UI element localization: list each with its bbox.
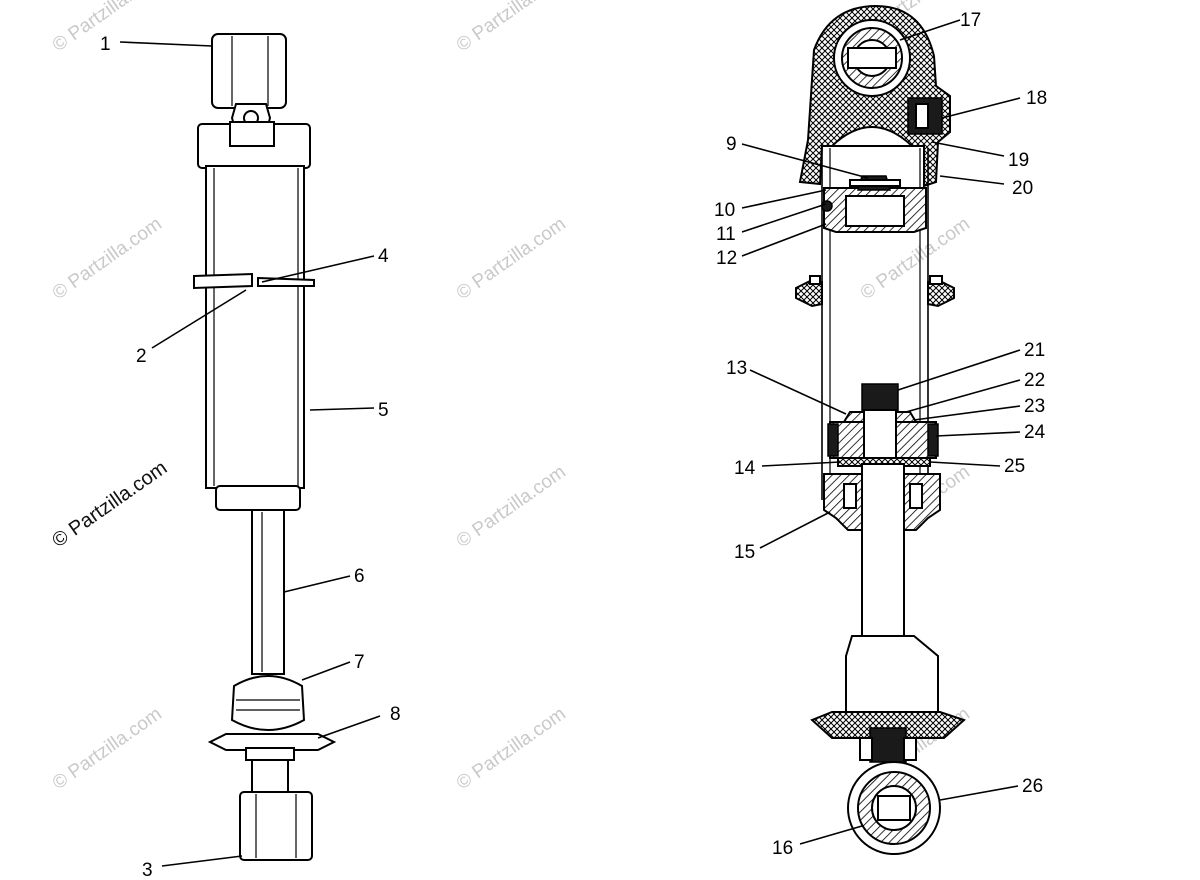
callout-2: 2 (136, 346, 147, 367)
callout-4: 4 (378, 246, 389, 267)
watermark-dark: © Partzilla.com (48, 457, 171, 552)
callout-9: 9 (726, 134, 737, 155)
callout-19: 19 (1008, 150, 1029, 171)
callout-13: 13 (726, 358, 747, 379)
callout-11: 11 (716, 224, 736, 245)
watermark: © Partzilla.com (453, 461, 570, 552)
callout-6: 6 (354, 566, 365, 587)
callout-26: 26 (1022, 776, 1043, 797)
callout-24: 24 (1024, 422, 1046, 443)
watermark: © Partzilla.com (49, 703, 166, 794)
callout-15: 15 (734, 542, 755, 563)
leader-lines (119, 19, 1021, 867)
callout-23: 23 (1024, 396, 1045, 417)
callout-8: 8 (390, 704, 401, 725)
callout-16: 16 (772, 838, 793, 859)
callout-21: 21 (1024, 340, 1045, 361)
callout-1: 1 (100, 34, 111, 55)
callout-5: 5 (378, 400, 389, 421)
callout-18: 18 (1026, 88, 1047, 109)
callout-22: 22 (1024, 370, 1045, 391)
callout-labels: 1 2 3 4 5 6 7 8 9 10 11 12 13 14 15 16 1… (100, 10, 1047, 880)
callout-17: 17 (960, 10, 981, 31)
watermark: © Partzilla.com (453, 213, 570, 304)
callout-3: 3 (142, 860, 153, 880)
callout-10: 10 (714, 200, 735, 221)
callout-20: 20 (1012, 178, 1033, 199)
callout-7: 7 (354, 652, 365, 673)
watermark: © Partzilla.com (453, 703, 570, 794)
shock-exterior (193, 33, 337, 861)
callout-25: 25 (1004, 456, 1025, 477)
watermark: © Partzilla.com (453, 0, 570, 56)
shock-cross-section (795, 4, 966, 855)
callout-14: 14 (734, 458, 756, 479)
watermark: © Partzilla.com (49, 213, 166, 304)
callout-12: 12 (716, 248, 737, 269)
